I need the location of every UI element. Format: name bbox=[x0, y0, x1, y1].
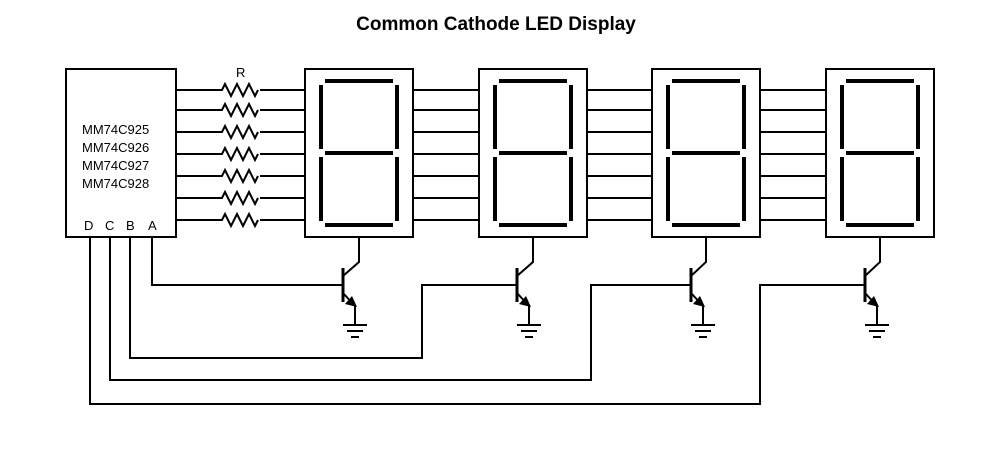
pin-label-b: B bbox=[126, 218, 135, 233]
digit-3 bbox=[651, 68, 761, 238]
digit-drivers bbox=[341, 237, 889, 338]
ic-part-2: MM74C926 bbox=[82, 140, 149, 155]
digit-2 bbox=[478, 68, 588, 238]
digit-1 bbox=[304, 68, 414, 238]
ic-block: MM74C925 MM74C926 MM74C927 MM74C928 D C … bbox=[65, 68, 177, 238]
transistor-collector-4 bbox=[864, 237, 881, 277]
select-wire-2 bbox=[129, 237, 517, 359]
ic-part-1: MM74C925 bbox=[82, 122, 149, 137]
resistor-1 bbox=[220, 81, 259, 99]
diagram-title: Common Cathode LED Display bbox=[356, 14, 636, 35]
transistor-3 bbox=[689, 237, 715, 338]
select-wire-4 bbox=[89, 237, 865, 405]
resistor-5 bbox=[220, 167, 259, 185]
emitter-arrow-4 bbox=[867, 296, 879, 307]
digit-select-wires bbox=[89, 237, 865, 405]
resistor-2 bbox=[220, 101, 259, 119]
transistor-collector-3 bbox=[690, 237, 707, 277]
resistor-7 bbox=[220, 211, 259, 229]
select-wire-1 bbox=[151, 237, 343, 286]
pin-label-d: D bbox=[84, 218, 93, 233]
pin-label-c: C bbox=[105, 218, 114, 233]
resistor-label: R bbox=[236, 65, 245, 80]
transistor-4 bbox=[863, 237, 889, 338]
emitter-arrow-3 bbox=[693, 296, 705, 307]
transistor-collector-2 bbox=[516, 237, 534, 277]
digit-4 bbox=[825, 68, 935, 238]
pin-label-a: A bbox=[148, 218, 157, 233]
transistor-2 bbox=[515, 237, 541, 338]
resistor-4 bbox=[220, 145, 259, 163]
ic-part-4: MM74C928 bbox=[82, 176, 149, 191]
resistor-array bbox=[220, 81, 260, 229]
ic-part-3: MM74C927 bbox=[82, 158, 149, 173]
transistor-collector-1 bbox=[342, 237, 360, 277]
transistor-1 bbox=[341, 237, 367, 338]
emitter-arrow-2 bbox=[519, 296, 531, 307]
resistor-6 bbox=[220, 189, 259, 207]
emitter-arrow-1 bbox=[345, 296, 357, 307]
resistor-3 bbox=[220, 123, 259, 141]
select-wire-3 bbox=[109, 237, 691, 381]
segment-bus bbox=[176, 89, 826, 221]
digit-displays bbox=[304, 68, 935, 238]
